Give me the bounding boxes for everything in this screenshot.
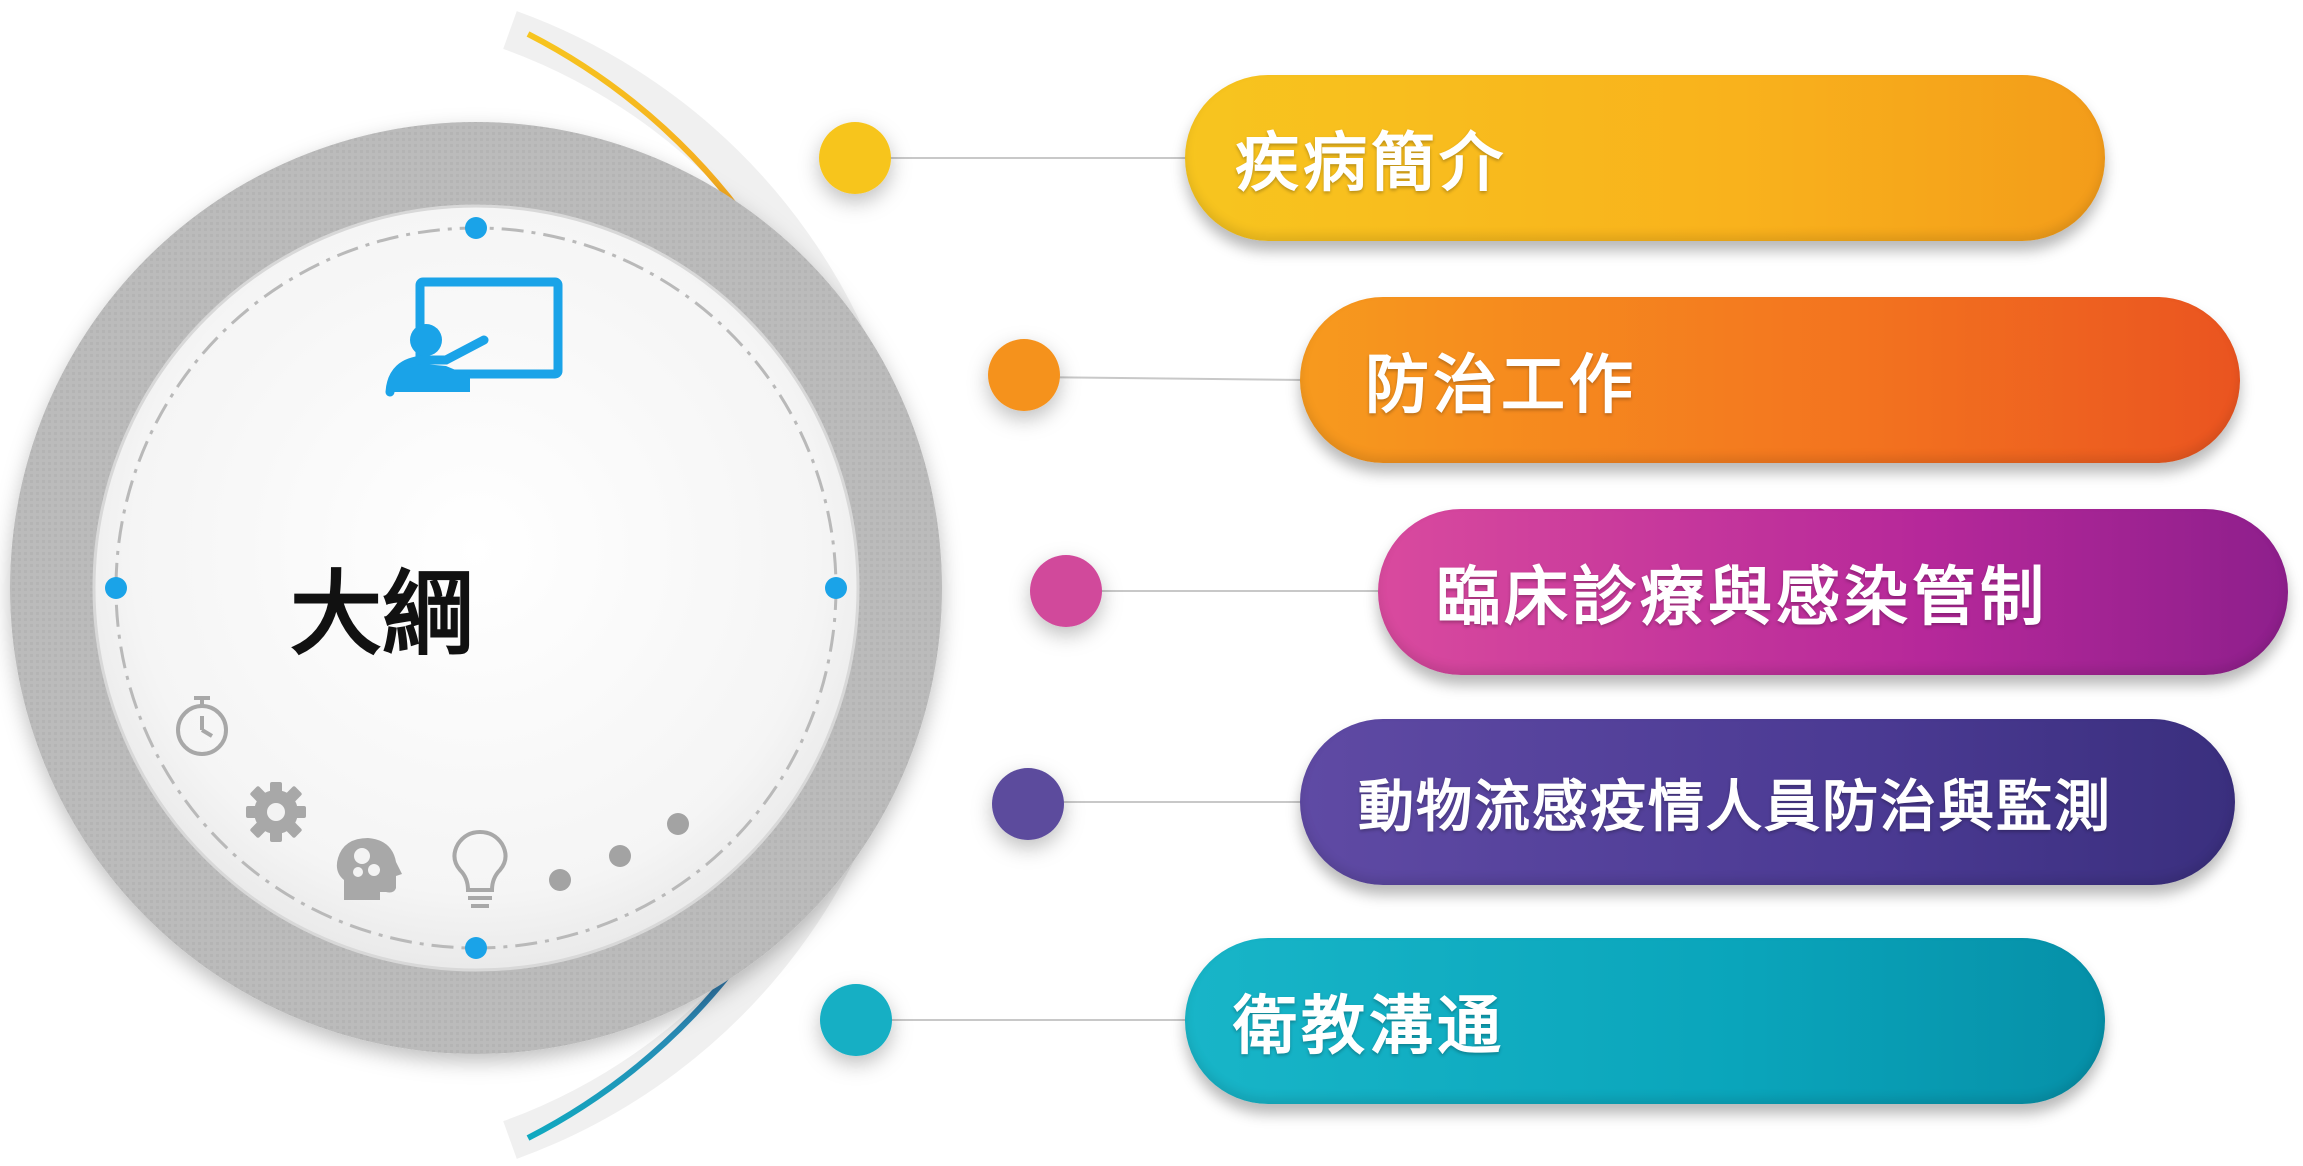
topic-pill-clinical[interactable]: 臨床診療與感染管制 <box>1378 509 2288 675</box>
topic-pill-disease-intro[interactable]: 疾病簡介 <box>1185 75 2105 241</box>
center-title: 大綱 <box>290 561 475 668</box>
node-clinical <box>1030 555 1102 627</box>
stopwatch-icon <box>176 696 228 756</box>
topic-label: 動物流感疫情人員防治與監測 <box>1358 774 2112 840</box>
ring-marker-right <box>825 577 847 599</box>
ring-marker-bottom <box>465 937 487 959</box>
presentation-icon <box>385 277 563 397</box>
node-disease-intro <box>819 122 891 194</box>
connector-2 <box>1027 376 1306 381</box>
topic-label: 臨床診療與感染管制 <box>1436 561 2048 635</box>
topic-pill-health-education[interactable]: 衛教溝通 <box>1185 938 2105 1104</box>
node-prevention <box>988 339 1060 411</box>
ring-marker-left <box>105 577 127 599</box>
topic-label: 防治工作 <box>1365 349 1637 423</box>
topic-pill-animal-flu[interactable]: 動物流感疫情人員防治與監測 <box>1300 719 2235 885</box>
head-gears-icon <box>336 838 402 900</box>
lightbulb-icon <box>452 829 508 908</box>
topic-label: 疾病簡介 <box>1235 127 1507 201</box>
gear-icon <box>246 782 306 842</box>
ring-marker-top <box>465 217 487 239</box>
connector-lines <box>858 157 1382 1021</box>
node-animal-flu <box>992 768 1064 840</box>
topic-pill-prevention[interactable]: 防治工作 <box>1300 297 2240 463</box>
inner-disk <box>92 204 860 972</box>
node-health-education <box>820 984 892 1056</box>
dots-decoration <box>549 813 689 891</box>
topic-label: 衛教溝通 <box>1233 990 1505 1064</box>
